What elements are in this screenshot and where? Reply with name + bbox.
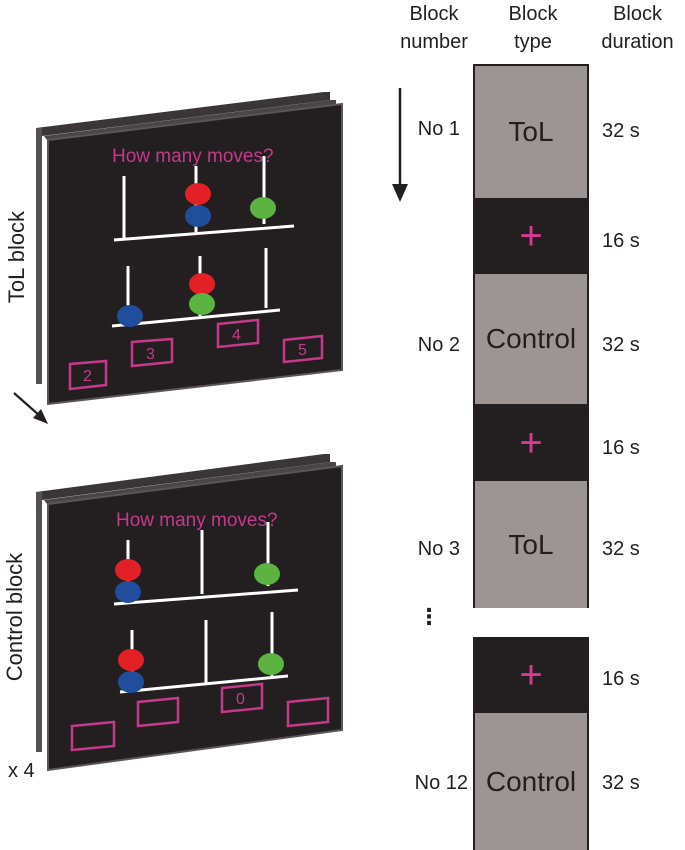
- block-type-label: ToL: [508, 528, 554, 560]
- answer-box: [216, 318, 260, 349]
- block-number-12: No 12: [414, 772, 468, 794]
- header-block-duration: Block duration: [590, 0, 685, 56]
- timeline-fixation-1: +: [473, 198, 589, 274]
- block-number-1: No 1: [417, 118, 460, 140]
- answer-box: [70, 720, 116, 752]
- control-stimulus-stack: How many moves? 0: [36, 454, 343, 772]
- block-number-2: No 2: [417, 334, 460, 356]
- timeline-block-2: Control: [473, 274, 589, 404]
- ellipsis: ⋮: [418, 604, 440, 629]
- repeat-label: x 4: [8, 760, 35, 782]
- ball-green-icon: [254, 563, 280, 585]
- tol-stimulus-stack: How many moves? 2 3 4 5: [36, 92, 343, 406]
- ball-blue-icon: [185, 205, 211, 227]
- answer-option: 2: [83, 368, 92, 385]
- answer-box: [220, 682, 264, 714]
- header-block-number-line2: number: [400, 31, 468, 53]
- answer-option: 5: [298, 342, 307, 359]
- answer-option: 4: [232, 327, 241, 344]
- tol-question: How many moves?: [112, 146, 274, 167]
- answer-option: 3: [146, 346, 155, 363]
- duration-3: 32 s: [602, 538, 640, 560]
- tol-stimulus-screen: [47, 102, 343, 406]
- header-block-duration-line1: Block: [613, 3, 662, 25]
- header-block-type-line2: type: [514, 31, 552, 53]
- fixation-cross-icon: +: [519, 214, 543, 258]
- down-right-arrow-icon: [13, 392, 48, 424]
- ball-green-icon: [258, 653, 284, 675]
- header-block-type: Block type: [488, 0, 578, 56]
- timeline-block-1: ToL: [473, 64, 589, 198]
- header-block-type-line1: Block: [508, 3, 558, 25]
- duration-1: 32 s: [602, 120, 640, 142]
- ball-red-icon: [115, 559, 141, 581]
- duration-fix-3: 16 s: [602, 668, 640, 690]
- duration-fix-2: 16 s: [602, 437, 640, 459]
- header-block-duration-line2: duration: [601, 31, 674, 53]
- answer-box: [136, 696, 180, 728]
- fixation-cross-icon: +: [519, 420, 543, 465]
- timeline-block-12: Control: [473, 713, 589, 850]
- timeline-fixation-3: +: [473, 637, 589, 713]
- ball-green-icon: [189, 293, 215, 315]
- fixation-cross-icon: +: [519, 653, 543, 697]
- block-type-label: Control: [485, 765, 577, 797]
- ball-blue-icon: [117, 305, 143, 327]
- duration-12: 32 s: [602, 772, 640, 794]
- timeline-block-3: ToL: [473, 481, 589, 608]
- duration-2: 32 s: [602, 334, 640, 356]
- ball-blue-icon: [115, 581, 141, 603]
- answer-box: [130, 337, 174, 368]
- duration-fix-1: 16 s: [602, 230, 640, 252]
- ball-red-icon: [185, 183, 211, 205]
- ball-green-icon: [250, 197, 276, 219]
- timeline-fixation-2: +: [473, 404, 589, 481]
- ball-red-icon: [189, 273, 215, 295]
- answer-box: [282, 334, 324, 364]
- answer-option: 0: [236, 691, 245, 708]
- header-block-number: Block number: [388, 0, 480, 56]
- block-type-label: Control: [485, 323, 577, 354]
- answer-box: [68, 359, 108, 391]
- answer-box: [286, 696, 330, 728]
- ball-blue-icon: [118, 671, 144, 693]
- ball-red-icon: [118, 649, 144, 671]
- header-block-number-line1: Block: [409, 3, 459, 25]
- control-question: How many moves?: [116, 510, 278, 531]
- block-number-3: No 3: [417, 538, 460, 560]
- block-type-label: ToL: [508, 116, 554, 147]
